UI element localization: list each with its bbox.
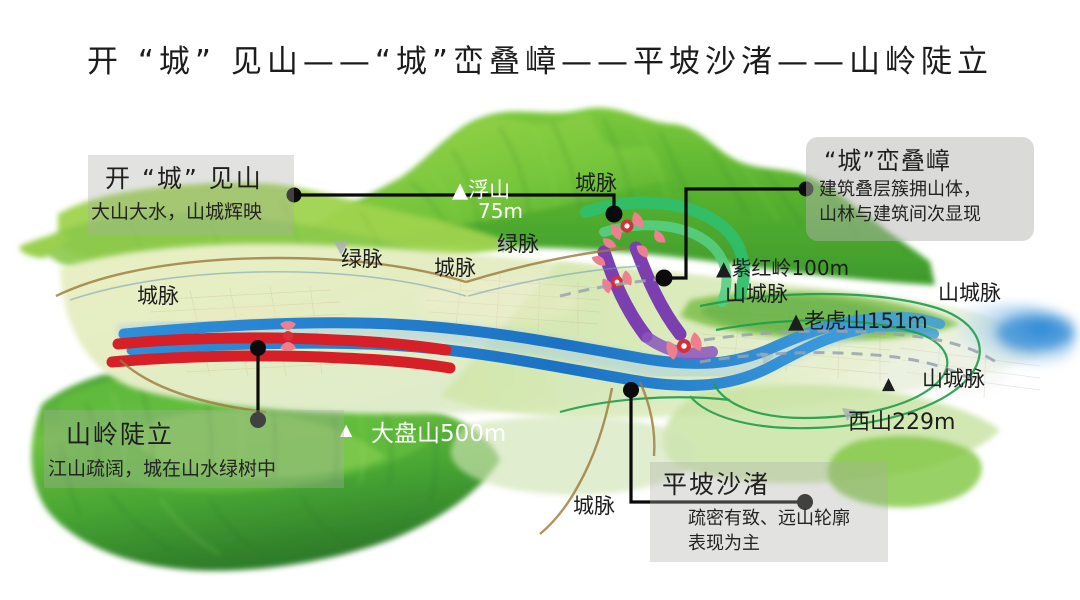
callout-title: 山岭陡立 [66, 420, 175, 449]
triangle-peak-icon: ▲ [716, 256, 732, 280]
callout-body-line: 建筑叠层簇拥山体， [819, 179, 981, 200]
callout-panel-chengluandiezhang [806, 137, 1034, 241]
callout-panel-kaichengjianshan [88, 155, 294, 235]
map-label-fushan-elevation: 75m [478, 199, 523, 223]
red-rail-corridor [106, 332, 456, 374]
callout-body-line: 疏密有致、远山轮廓 [688, 508, 850, 529]
xishan-triangle-icon: ▲ [882, 374, 896, 394]
triangle-peak-icon: ▲ [452, 178, 469, 202]
callout-panel-pingposhazhu [650, 462, 888, 562]
callout-shanlingdouli[interactable]: 山岭陡立 江山疏阔，城在山水绿树中 [44, 410, 354, 488]
triangle-peak-icon: ▲ [788, 309, 805, 333]
callout-panel-shanlingdouli [44, 410, 344, 488]
map-label-dapanshan: 大盘山500m [371, 421, 507, 447]
callout-body-line: 江山疏阔，城在山水绿树中 [48, 458, 277, 480]
map-label-laohushan: ▲老虎山151m [788, 309, 928, 333]
map-label-shanchengmai-2: 山城脉 [938, 281, 1001, 305]
callout-kaichengjianshan[interactable]: 开 “城” 见山 大山大水，山城辉映 [88, 155, 303, 235]
dapanshan-triangle-icon: ▲ [340, 420, 353, 439]
callout-body-line: 山林与建筑间次显现 [819, 204, 981, 225]
flow-arrows [334, 240, 856, 421]
boundary-lines [55, 246, 656, 535]
callout-title: 平坡沙渚 [662, 470, 771, 499]
callout-title: “城”峦叠嶂 [824, 147, 951, 175]
map-label-zihongling: ▲紫红岭100m [716, 256, 850, 280]
map-label-shanchengmai-1: 山城脉 [725, 282, 788, 306]
callout-body-line: 表现为主 [688, 533, 760, 554]
map-label-lvmai-center: 绿脉 [497, 232, 539, 256]
page-title: 开 “城” 见山——“城”峦叠嶂——平坡沙渚——山岭陡立 [87, 44, 993, 80]
map-label-chengmai-north: 城脉 [575, 171, 617, 195]
callout-chengluandiezhang[interactable]: “城”峦叠嶂 建筑叠层簇拥山体， 山林与建筑间次显现 [806, 137, 1042, 241]
map-label-lvmai-west: 绿脉 [341, 247, 383, 271]
map-label-xishan: 西山229m [848, 410, 956, 435]
northeast-bay [953, 303, 1077, 366]
callout-pingposhazhu[interactable]: 平坡沙渚 疏密有致、远山轮廓 表现为主 [650, 462, 896, 562]
callout-body-line: 大山大水，山城辉映 [91, 201, 263, 223]
map-label-shanchengmai-3: 山城脉 [922, 367, 985, 391]
map-label-chengmai-west: 城脉 [137, 284, 179, 308]
callout-title: 开 “城” 见山 [105, 164, 263, 193]
boundary-lines-secondary [69, 265, 641, 301]
map-label-fushan: ▲浮山 [452, 178, 511, 202]
map-label-chengmai-south: 城脉 [573, 494, 615, 518]
map-label-chengmai-center: 城脉 [434, 256, 476, 280]
transit-dashed-lines [559, 276, 997, 384]
